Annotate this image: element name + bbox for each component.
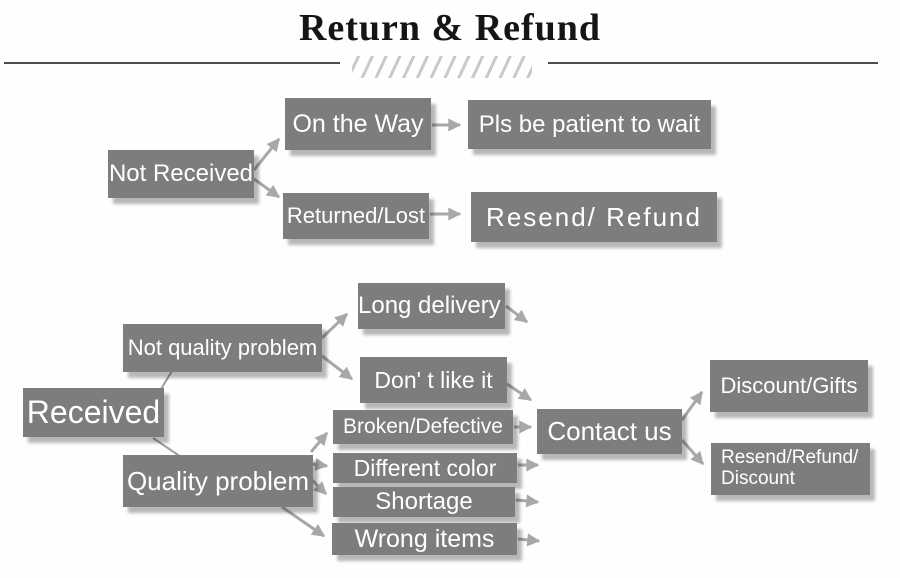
node-resend-refund: Resend/ Refund	[471, 192, 717, 242]
edge-wrong-contact	[517, 533, 541, 547]
edge-shortage-contact	[515, 494, 540, 508]
node-pls-be-patient-to-wait: Pls be patient to wait	[468, 100, 711, 149]
node-returned-lost: Returned/Lost	[283, 193, 429, 239]
node-resend-refund-discount: Resend/Refund/ Discount	[711, 443, 870, 495]
title-rule-left	[4, 62, 340, 64]
edge-contact-resenddiscount	[680, 439, 705, 465]
edge-notreceived-returnedlost	[253, 177, 281, 199]
edge-quality-broken	[309, 432, 329, 453]
edge-notreceived-ontheway	[252, 137, 281, 171]
node-shortage: Shortage	[333, 487, 515, 517]
edge-notquality-longdelivery	[320, 312, 349, 340]
edge-contact-discountgifts	[680, 390, 704, 421]
page-title: Return & Refund	[298, 7, 602, 49]
hatch-marks	[352, 56, 532, 78]
node-quality-problem: Quality problem	[123, 455, 313, 507]
edge-longdelivery-contact	[505, 304, 529, 324]
edge-notquality-dontlike	[321, 354, 354, 381]
node-discount-gifts: Discount/Gifts	[710, 360, 868, 412]
node-wrong-items: Wrong items	[332, 523, 517, 555]
edge-quality-wrong	[281, 505, 326, 538]
node-not-received: Not Received	[108, 150, 254, 198]
edge-quality-different	[312, 457, 329, 471]
node-broken-defective: Broken/Defective	[333, 410, 513, 444]
node-dont-like-it: Don' t like it	[360, 357, 507, 403]
node-long-delivery: Long delivery	[358, 283, 505, 329]
node-different-color: Different color	[333, 453, 517, 483]
node-not-quality-problem: Not quality problem	[123, 324, 322, 372]
edge-dontlike-contact	[506, 382, 533, 402]
title-rule-right	[548, 62, 878, 64]
edge-received-notquality	[160, 370, 173, 390]
node-received: Received	[23, 388, 164, 437]
node-contact-us: Contact us	[537, 409, 682, 454]
node-on-the-way: On the Way	[285, 98, 431, 150]
